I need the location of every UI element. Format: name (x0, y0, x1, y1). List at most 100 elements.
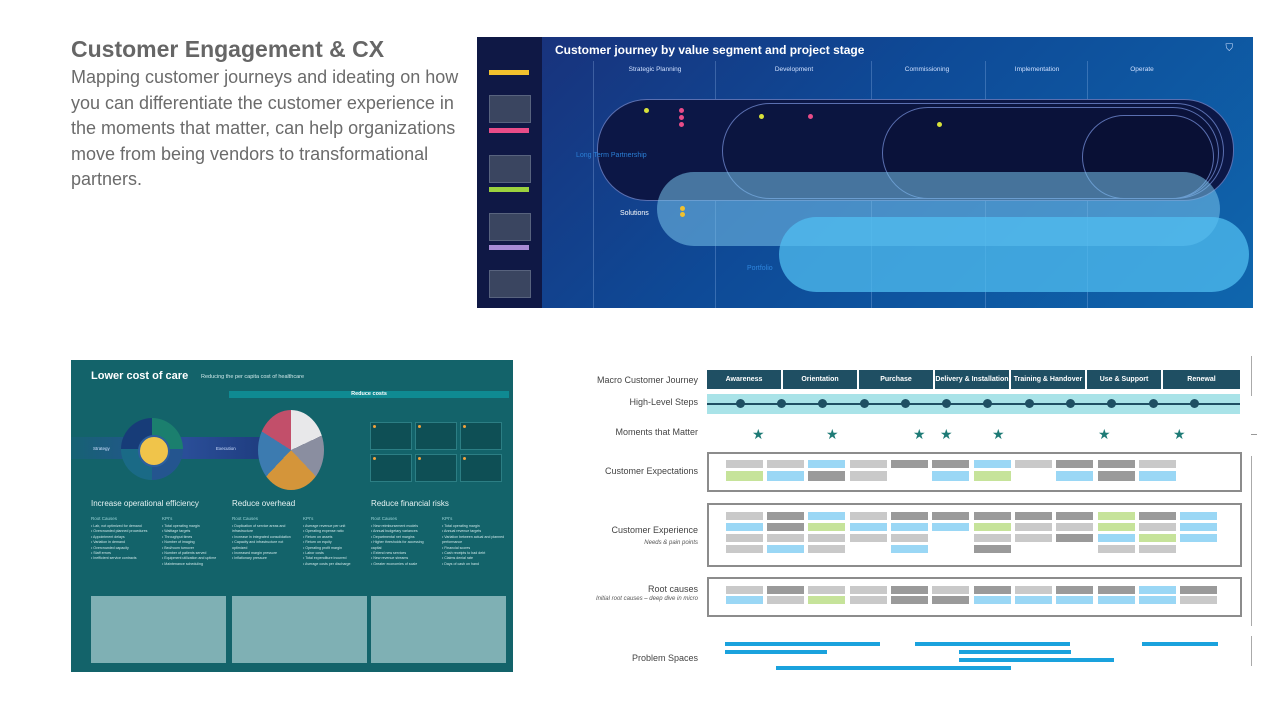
kpi-card (370, 422, 412, 450)
step-dot (736, 399, 745, 408)
root-cause-item: • Increased margin pressure (232, 551, 278, 556)
sticky-note (1180, 534, 1217, 542)
sticky-note (1098, 512, 1135, 520)
root-cause-list: • Duplication of service areas and infra… (232, 524, 294, 562)
phase-header: Awareness (707, 370, 781, 389)
notes-area (91, 596, 226, 663)
sticky-note (974, 534, 1011, 542)
sticky-note (1098, 545, 1135, 553)
row-label-moments: Moments that Matter (615, 427, 698, 437)
sticky-note (726, 460, 763, 468)
legend-thumbnail (489, 155, 531, 183)
stage-label: Operate (1130, 66, 1154, 73)
sticky-note (1139, 512, 1176, 520)
sticky-note (891, 534, 928, 542)
kpi-item: • Labor costs (303, 551, 324, 556)
kpi-list: • Average revenue per unit• Operating ex… (303, 524, 365, 567)
row-sublabel-root: Initial root causes – deep dive in micro (595, 596, 698, 602)
sticky-note (1098, 471, 1135, 481)
sticky-note (1015, 460, 1052, 468)
touchpoint-dot (680, 212, 685, 217)
phase-header: Delivery & Installation (935, 370, 1009, 389)
root-cause-item: • Variation in demand (91, 540, 125, 545)
sticky-note (974, 586, 1011, 594)
kpi-item: • Annual revenue targets (442, 529, 482, 534)
sticky-note (1139, 596, 1176, 604)
touchpoint-dot (759, 114, 764, 119)
star-icon: ★ (913, 426, 926, 442)
legend-tag-green (489, 187, 529, 192)
kpi-card (370, 454, 412, 482)
sticky-note (1098, 460, 1135, 468)
sticky-note (767, 534, 804, 542)
kpi-item: • Throughput times (162, 534, 193, 539)
kpi-item: • Cash receipts to bad debt (442, 551, 486, 556)
kpi-item: • Average costs per discharge (303, 561, 351, 566)
kpi-item: • Waittage targets (162, 529, 191, 534)
sticky-note (1015, 512, 1052, 520)
sticky-note (1139, 534, 1176, 542)
wheel-center (138, 435, 170, 467)
sticky-note (891, 523, 928, 531)
sticky-note (767, 523, 804, 531)
sticky-note (932, 512, 969, 520)
sticky-note (767, 545, 804, 553)
sticky-note (726, 512, 763, 520)
root-cause-item: • Extend new services (371, 551, 407, 556)
touchpoint-dot (644, 108, 649, 113)
sticky-note (1056, 596, 1093, 604)
touchpoint-dot (679, 122, 684, 127)
kpi-item: • Total expenditure incurred (303, 556, 347, 561)
kpis-heading: KPI's (303, 516, 314, 521)
column-title: Reduce financial risks (371, 499, 449, 508)
shield-logo-icon: ⛉ (1225, 43, 1234, 54)
step-dot (901, 399, 910, 408)
kpi-list: • Total operating margin• Waittage targe… (162, 524, 224, 567)
root-cause-item: • Overcrowded planned procedures (91, 529, 148, 534)
lane-label-portfolio: Portfolio (747, 265, 773, 272)
right-edge-marker (1251, 434, 1257, 435)
stage-label: Strategic Planning (628, 66, 682, 73)
root-cause-item: • Overcrowded capacity (91, 545, 129, 550)
root-cause-item: • Inflationary pressure (232, 556, 267, 561)
column-title: Reduce overhead (232, 499, 296, 508)
stage-label: Implementation (1014, 66, 1060, 73)
right-edge-marker (1251, 356, 1252, 396)
kpi-item: • Average revenue per unit (303, 524, 346, 528)
kpi-item: • Maintenance scheduling (162, 561, 204, 566)
touchpoint-dot (679, 115, 684, 120)
slide-title: Customer Engagement & CX (71, 36, 385, 62)
kpi-item: • Return on assets (303, 534, 333, 539)
row-label-steps: High-Level Steps (629, 397, 698, 407)
sticky-note (1056, 534, 1093, 542)
kpi-item: • Return on equity (303, 540, 332, 545)
sticky-note (974, 471, 1011, 481)
macro-customer-journey-diagram: Macro Customer Journey High-Level Steps … (575, 356, 1257, 676)
root-cause-item: • Duplication of service areas and infra… (232, 524, 286, 534)
star-icon: ★ (940, 426, 953, 442)
sticky-note (726, 596, 763, 604)
problem-space-bar (725, 642, 880, 646)
sticky-note (1015, 534, 1052, 542)
root-cause-item: • New reimbursement models (371, 524, 418, 528)
sticky-note (808, 545, 845, 553)
touchpoint-dot (808, 114, 813, 119)
lower-cost-of-care-image: Lower cost of care Reducing the per capi… (71, 360, 513, 672)
step-dot (1190, 399, 1199, 408)
notes-area (232, 596, 367, 663)
sticky-note (850, 512, 887, 520)
sticky-note (808, 586, 845, 594)
root-cause-item: • Annual budgetary variances (371, 529, 418, 534)
sticky-note (808, 512, 845, 520)
lane-label-solutions: Solutions (620, 210, 649, 217)
kpis-heading: KPI's (442, 516, 453, 521)
phase-header: Purchase (859, 370, 933, 389)
step-dot (942, 399, 951, 408)
root-cause-item: • Higher thresholds for accessing capita… (371, 540, 424, 550)
step-dot (1025, 399, 1034, 408)
sticky-note (1180, 512, 1217, 520)
sticky-note (1098, 534, 1135, 542)
sticky-note (767, 586, 804, 594)
sticky-note (932, 523, 969, 531)
legend-thumbnail (489, 213, 531, 241)
